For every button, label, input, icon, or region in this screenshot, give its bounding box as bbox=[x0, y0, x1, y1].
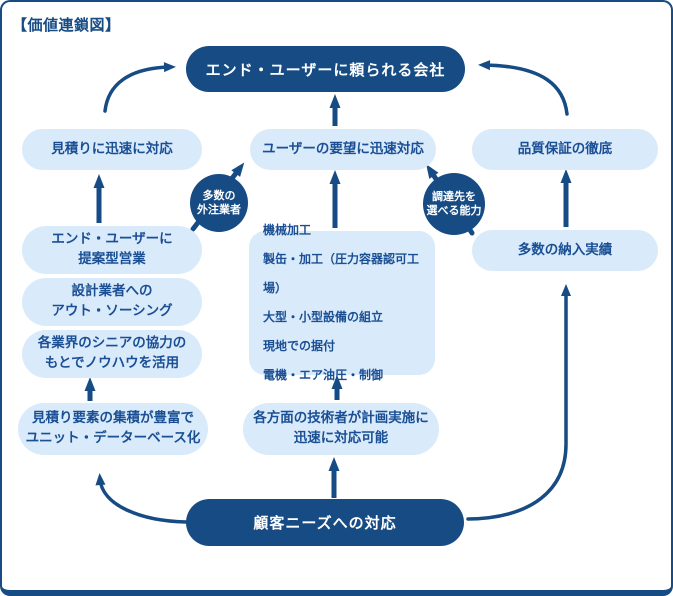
box-unit-database: 見積り要素の集積が豊富で ユニット・データーベース化 bbox=[18, 403, 208, 455]
capability-item: 機械加工 bbox=[263, 223, 312, 237]
box-text-line: 多数の納入実績 bbox=[517, 241, 613, 258]
badge-many-subcontractors: 多数の 外注業者 bbox=[190, 174, 248, 232]
box-quality-assurance: 品質保証の徹底 bbox=[472, 129, 658, 170]
box-quick-response: ユーザーの要望に迅速対応 bbox=[250, 129, 436, 170]
top-goal-pill: エンド・ユーザーに頼られる会社 bbox=[186, 46, 465, 92]
box-text-line: 見積りに迅速に対応 bbox=[51, 140, 173, 157]
capability-item: 電機・エア油圧・制御 bbox=[263, 368, 384, 382]
diagram-title: 【価値連鎖図】 bbox=[12, 16, 121, 34]
box-text-line: 迅速に対応可能 bbox=[293, 430, 389, 446]
box-text-line: アウト・ソーシング bbox=[51, 303, 173, 319]
box-senior-knowhow: 各業界のシニアの協力の もとでノウハウを活用 bbox=[22, 330, 202, 378]
bottom-goal-pill: 顧客ニーズへの対応 bbox=[186, 499, 464, 546]
box-proposal-sales: エンド・ユーザーに 提案型営業 bbox=[22, 226, 202, 274]
badge-text-line: 選べる能力 bbox=[426, 204, 482, 217]
badge-text-line: 外注業者 bbox=[197, 203, 241, 216]
curve-quality-to-goal bbox=[478, 60, 569, 116]
box-text-line: 提案型営業 bbox=[78, 251, 146, 267]
badge-text-line: 調達先を bbox=[432, 189, 476, 203]
box-engineers-plan: 各方面の技術者が計画実施に 迅速に対応可能 bbox=[243, 403, 439, 455]
capability-item: 大型・小型設備の組立 bbox=[263, 310, 384, 324]
box-text-line: ユーザーの要望に迅速対応 bbox=[262, 140, 424, 157]
box-design-outsourcing: 設計業者への アウト・ソーシング bbox=[22, 278, 202, 326]
box-quick-estimate: 見積りに迅速に対応 bbox=[22, 129, 202, 170]
box-text-line: 各業界のシニアの協力の bbox=[37, 335, 187, 352]
badge-text-line: 多数の bbox=[202, 188, 236, 202]
curve-needs-to-delivery bbox=[466, 284, 571, 521]
box-capability-list: 機械加工 製缶・加工（圧力容器認可工場） 大型・小型設備の組立 現地での据付 電… bbox=[249, 223, 435, 382]
box-text-line: ユニット・データーベース化 bbox=[25, 430, 201, 446]
box-text-line: 設計業者への bbox=[71, 283, 153, 300]
badge-supplier-choice: 調達先を 選べる能力 bbox=[423, 173, 485, 235]
box-text-line: 品質保証の徹底 bbox=[517, 140, 613, 157]
box-text-line: エンド・ユーザーに bbox=[51, 231, 173, 248]
curve-estimate-to-goal bbox=[103, 62, 176, 113]
box-text-line: 各方面の技術者が計画実施に bbox=[253, 410, 429, 427]
box-delivery-record: 多数の納入実績 bbox=[472, 230, 658, 271]
capability-item: 製缶・加工（圧力容器認可工場） bbox=[263, 252, 420, 295]
box-text-line: 見積り要素の集積が豊富で bbox=[32, 410, 194, 427]
capability-item: 現地での据付 bbox=[263, 339, 336, 353]
box-text-line: もとでノウハウを活用 bbox=[44, 355, 180, 371]
curve-needs-to-database bbox=[95, 473, 188, 524]
